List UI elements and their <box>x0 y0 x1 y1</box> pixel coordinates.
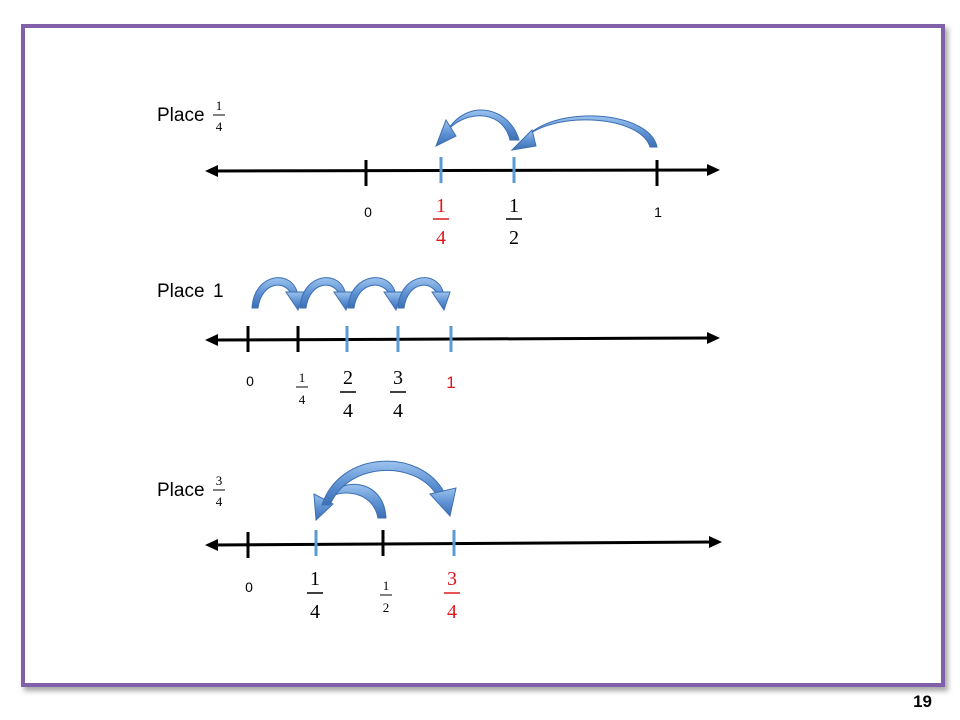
hop-4 <box>397 277 451 312</box>
axis-line-2 <box>213 336 711 342</box>
hop-3 <box>347 277 403 312</box>
line2-label-three-quarters-den: 4 <box>393 400 403 422</box>
prompt-2-word: Place <box>157 281 205 302</box>
arrow-right-to-left-1 <box>510 115 658 151</box>
slide-frame <box>21 24 945 687</box>
arrow-quarter-to-three-quarters <box>321 460 457 518</box>
number-line-2: Place 1 0 1 4 2 4 3 4 1 <box>157 277 720 422</box>
line1-label-0: 0 <box>364 204 372 220</box>
line3-label-0: 0 <box>245 579 253 595</box>
prompt-2-whole: 1 <box>213 281 224 302</box>
axis-1-right-arrowhead <box>707 164 720 176</box>
line2-label-two-quarters-num: 2 <box>343 367 353 389</box>
axis-3-right-arrowhead <box>709 536 722 548</box>
axis-line-1 <box>213 168 711 173</box>
line1-label-quarter-den: 4 <box>436 227 446 249</box>
axis-line-3 <box>213 540 713 547</box>
line3-label-half-den: 2 <box>383 600 390 615</box>
line3-label-three-quarters-num: 3 <box>447 568 457 590</box>
line1-label-half-num: 1 <box>509 195 519 217</box>
line3-label-quarter-den: 4 <box>310 601 320 623</box>
arrow-right-to-left-2 <box>435 109 520 148</box>
prompt-3-numerator: 3 <box>216 473 223 488</box>
prompt-1-word: Place <box>157 105 205 126</box>
number-line-3: Place 3 4 0 1 4 1 2 3 4 <box>157 460 722 623</box>
line3-label-quarter-num: 1 <box>310 568 320 590</box>
axis-2-left-arrowhead <box>205 334 218 346</box>
line3-label-half-num: 1 <box>383 578 390 593</box>
hop-2 <box>299 277 353 312</box>
line2-label-two-quarters-den: 4 <box>343 400 353 422</box>
line2-label-1: 1 <box>446 373 455 392</box>
axis-3-left-arrowhead <box>205 539 218 551</box>
prompt-3-denominator: 4 <box>216 494 223 509</box>
number-line-1: Place 1 4 0 1 4 1 2 1 <box>157 98 720 249</box>
line3-label-three-quarters-den: 4 <box>447 601 457 623</box>
line2-label-0: 0 <box>246 373 254 389</box>
line2-label-quarter-num: 1 <box>299 370 306 385</box>
line1-label-half-den: 2 <box>509 227 519 249</box>
line2-label-three-quarters-num: 3 <box>393 367 403 389</box>
hop-1 <box>251 277 305 312</box>
page-number: 19 <box>913 692 932 711</box>
axis-1-left-arrowhead <box>205 165 218 177</box>
prompt-1-denominator: 4 <box>216 119 223 134</box>
line1-label-1: 1 <box>654 204 662 220</box>
line2-label-quarter-den: 4 <box>299 392 306 407</box>
prompt-3-word: Place <box>157 480 205 501</box>
prompt-1-numerator: 1 <box>216 98 223 113</box>
line1-label-quarter-num: 1 <box>436 195 446 217</box>
axis-2-right-arrowhead <box>707 332 720 344</box>
